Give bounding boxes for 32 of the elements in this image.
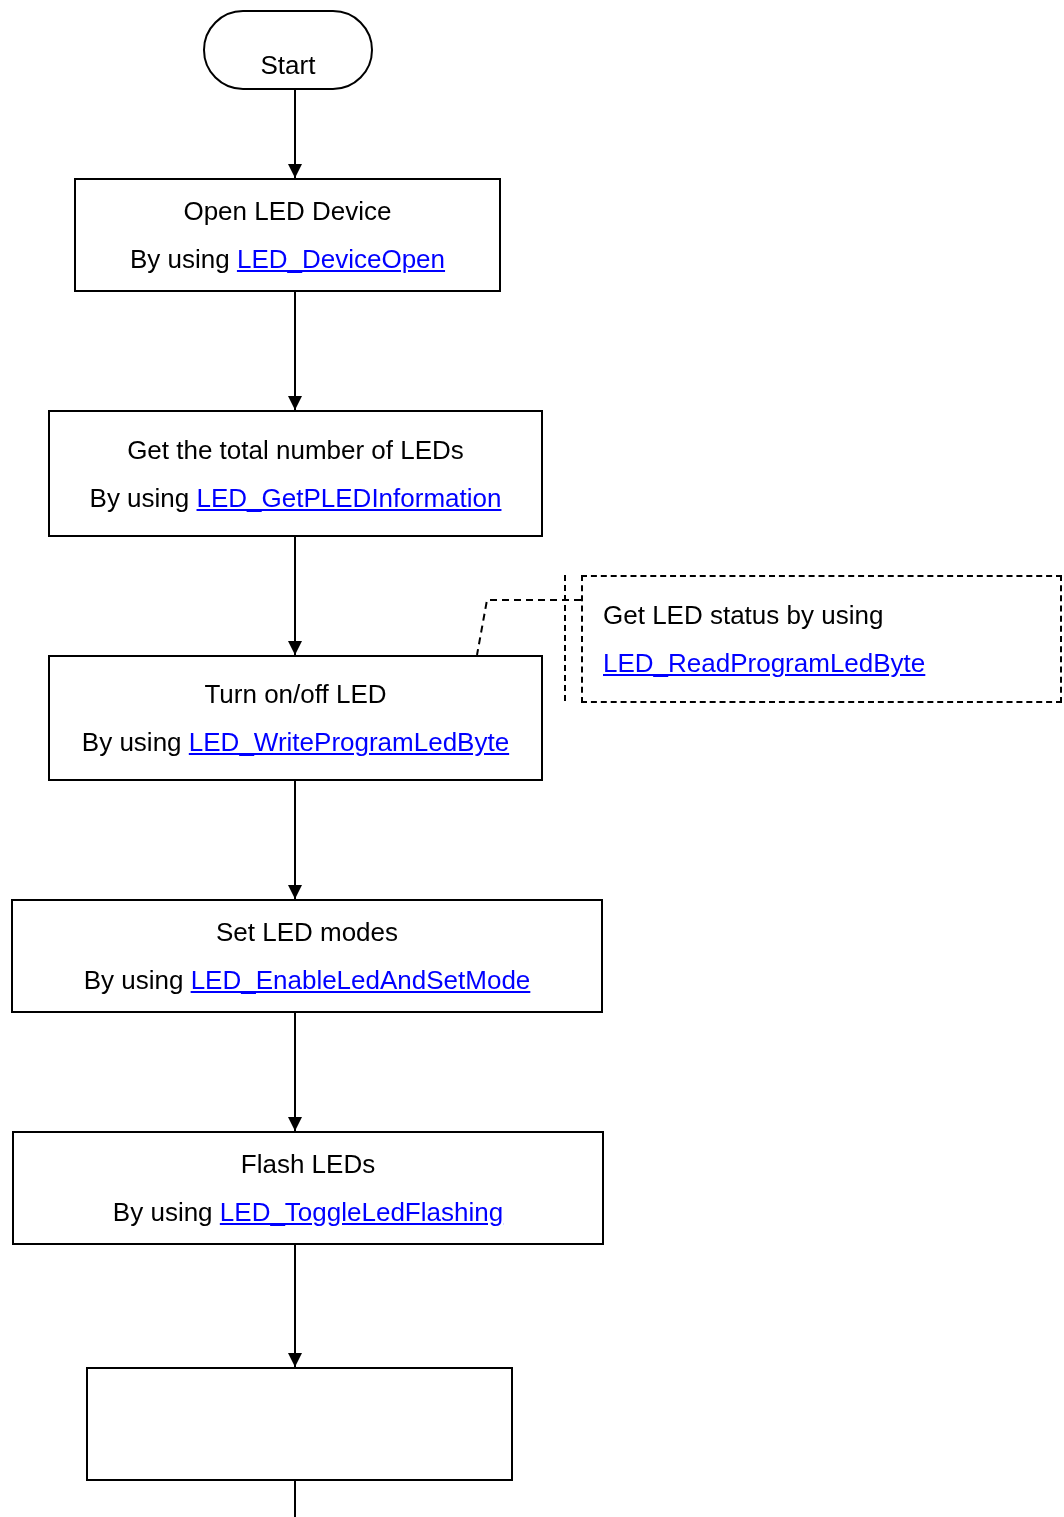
function-link: LED_GetPLEDInformation (196, 482, 502, 513)
arrow (288, 291, 302, 411)
process-box (48, 655, 543, 781)
function-link: LED_ReadProgramLedByte (603, 648, 926, 678)
function-link: LED_ToggleLedFlashing (219, 1197, 504, 1227)
function-link: LED_EnableLedAndSetMode (190, 965, 531, 995)
arrow (288, 780, 302, 900)
process-box (48, 410, 543, 537)
node-sentence: By using LED_EnableLedAndSetMode (83, 965, 531, 995)
node-heading: Flash LEDs (240, 1149, 376, 1179)
arrow (288, 89, 302, 179)
node-heading: Set LED modes (215, 917, 399, 947)
function-link: LED_WriteProgramLedByte (188, 727, 510, 757)
node-sentence: By using LED_GetPLEDInformation (89, 482, 502, 513)
function-link: LED_DeviceOpen (236, 244, 446, 274)
process-box (11, 899, 603, 1013)
node-sentence: By using LED_DeviceOpen (129, 244, 446, 274)
arrow (288, 1244, 302, 1368)
node-heading: Get the total number of LEDs (127, 434, 464, 465)
callout-box (581, 575, 1062, 703)
arrow (288, 1012, 302, 1132)
node-heading: Open LED Device (183, 196, 392, 226)
process-box (74, 178, 501, 292)
node-heading: Turn on/off LED (204, 679, 387, 709)
leader-line (476, 599, 582, 656)
process-box (12, 1131, 604, 1245)
node-label: Start (260, 50, 316, 80)
arrow (288, 536, 302, 656)
node-sentence: By using LED_WriteProgramLedByte (81, 727, 510, 757)
node-label: Get LED status by using (603, 600, 884, 630)
process-box (86, 1367, 513, 1481)
node-sentence: By using LED_ToggleLedFlashing (112, 1197, 504, 1227)
